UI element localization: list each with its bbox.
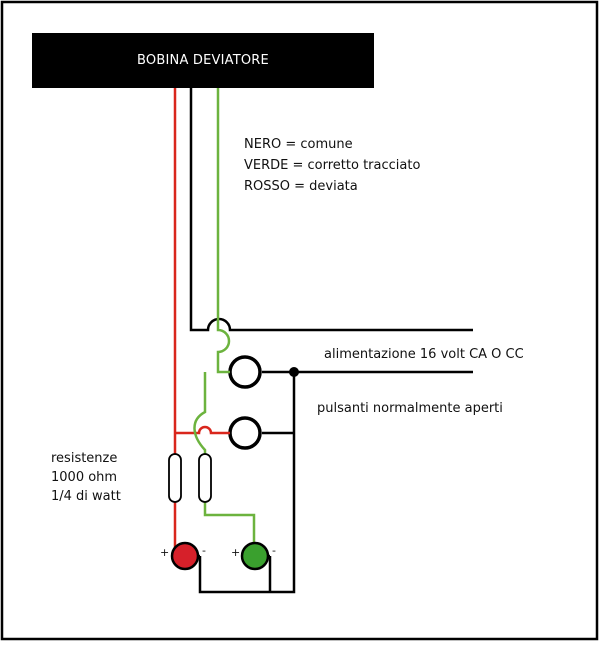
wire-red-to-button2 xyxy=(175,425,230,435)
led-red xyxy=(170,541,200,571)
push-button-1 xyxy=(228,355,262,389)
legend-red: ROSSO = deviata xyxy=(244,179,358,194)
buttons-label: pulsanti normalmente aperti xyxy=(317,401,503,416)
wire-green xyxy=(216,88,231,374)
push-button-2 xyxy=(228,416,262,450)
legend-green: VERDE = corretto tracciato xyxy=(244,158,421,173)
led-red-plus-sign: + xyxy=(160,546,170,559)
led-red-minus-sign: - xyxy=(202,544,206,557)
led-green-minus-sign: - xyxy=(272,544,276,557)
resistors-label-line1: resistenze xyxy=(51,451,118,466)
coil-title: BOBINA DEVIATORE xyxy=(137,53,269,68)
power-label: alimentazione 16 volt CA O CC xyxy=(324,347,524,362)
resistor-red xyxy=(168,453,182,503)
legend-black: NERO = comune xyxy=(244,137,353,152)
resistor-green xyxy=(198,453,212,503)
coil-block xyxy=(32,33,374,88)
resistors-label-line3: 1/4 di watt xyxy=(51,489,121,504)
wire-led-return xyxy=(198,433,296,594)
led-green xyxy=(240,541,270,571)
frame-border xyxy=(0,0,599,641)
resistors-label-line2: 1000 ohm xyxy=(51,470,118,485)
led-green-plus-sign: + xyxy=(231,546,241,559)
